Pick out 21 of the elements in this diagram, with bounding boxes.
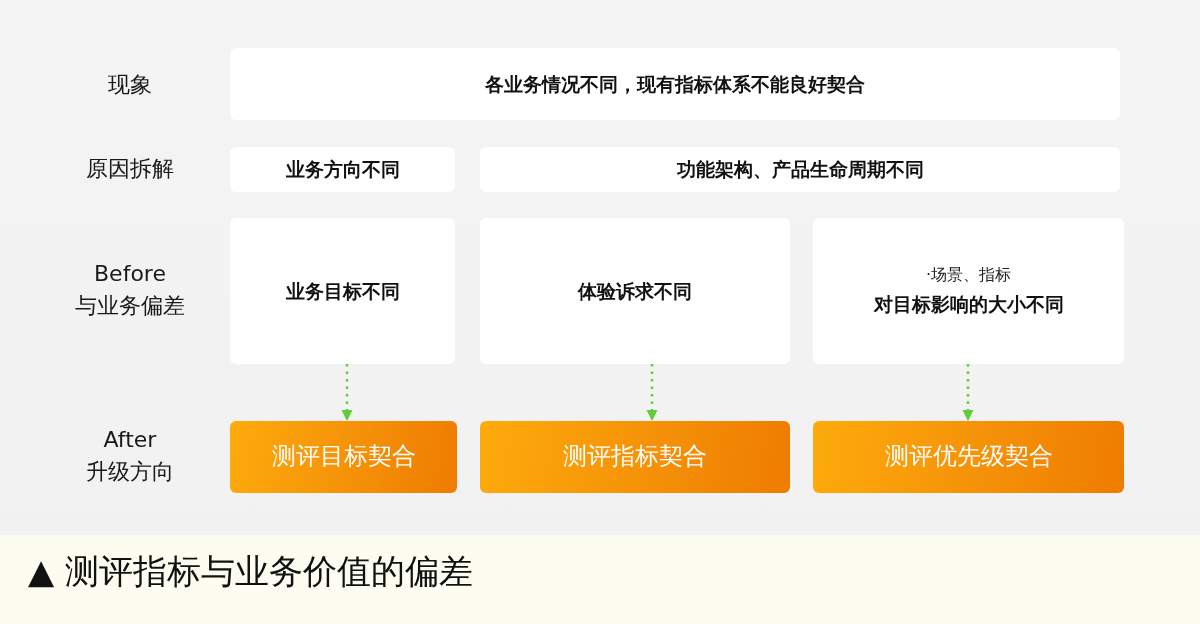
row-label: 现象 — [107, 71, 153, 100]
figure-caption: ▲ 测评指标与业务价值的偏差 — [28, 550, 473, 593]
upgrade-card — [480, 421, 790, 493]
card-title: 测评指标契合 — [563, 441, 707, 473]
upgrade-card — [230, 421, 457, 493]
deviation-card — [480, 218, 790, 364]
card-text: 各业务情况不同，现有指标体系不能良好契合 — [485, 71, 865, 97]
card-title: 测评优先级契合 — [884, 441, 1053, 473]
upgrade-card — [813, 421, 1124, 493]
deviation-card — [813, 218, 1124, 364]
card-text: 功能架构、产品生命周期不同 — [676, 157, 924, 182]
card-text: 对目标影响的大小不同 — [873, 292, 1064, 317]
row-label: Before 与业务偏差 — [74, 260, 186, 320]
card-subtitle: ·场景、指标 — [925, 265, 1012, 287]
card-text: 业务目标不同 — [285, 278, 400, 304]
card-text: 业务方向不同 — [285, 157, 400, 182]
deviation-card — [230, 218, 455, 364]
row-label: After 升级方向 — [85, 426, 175, 486]
card-text: 体验诉求不同 — [578, 278, 692, 304]
row-label: 原因拆解 — [85, 155, 175, 184]
card-title: 测评目标契合 — [271, 441, 416, 473]
